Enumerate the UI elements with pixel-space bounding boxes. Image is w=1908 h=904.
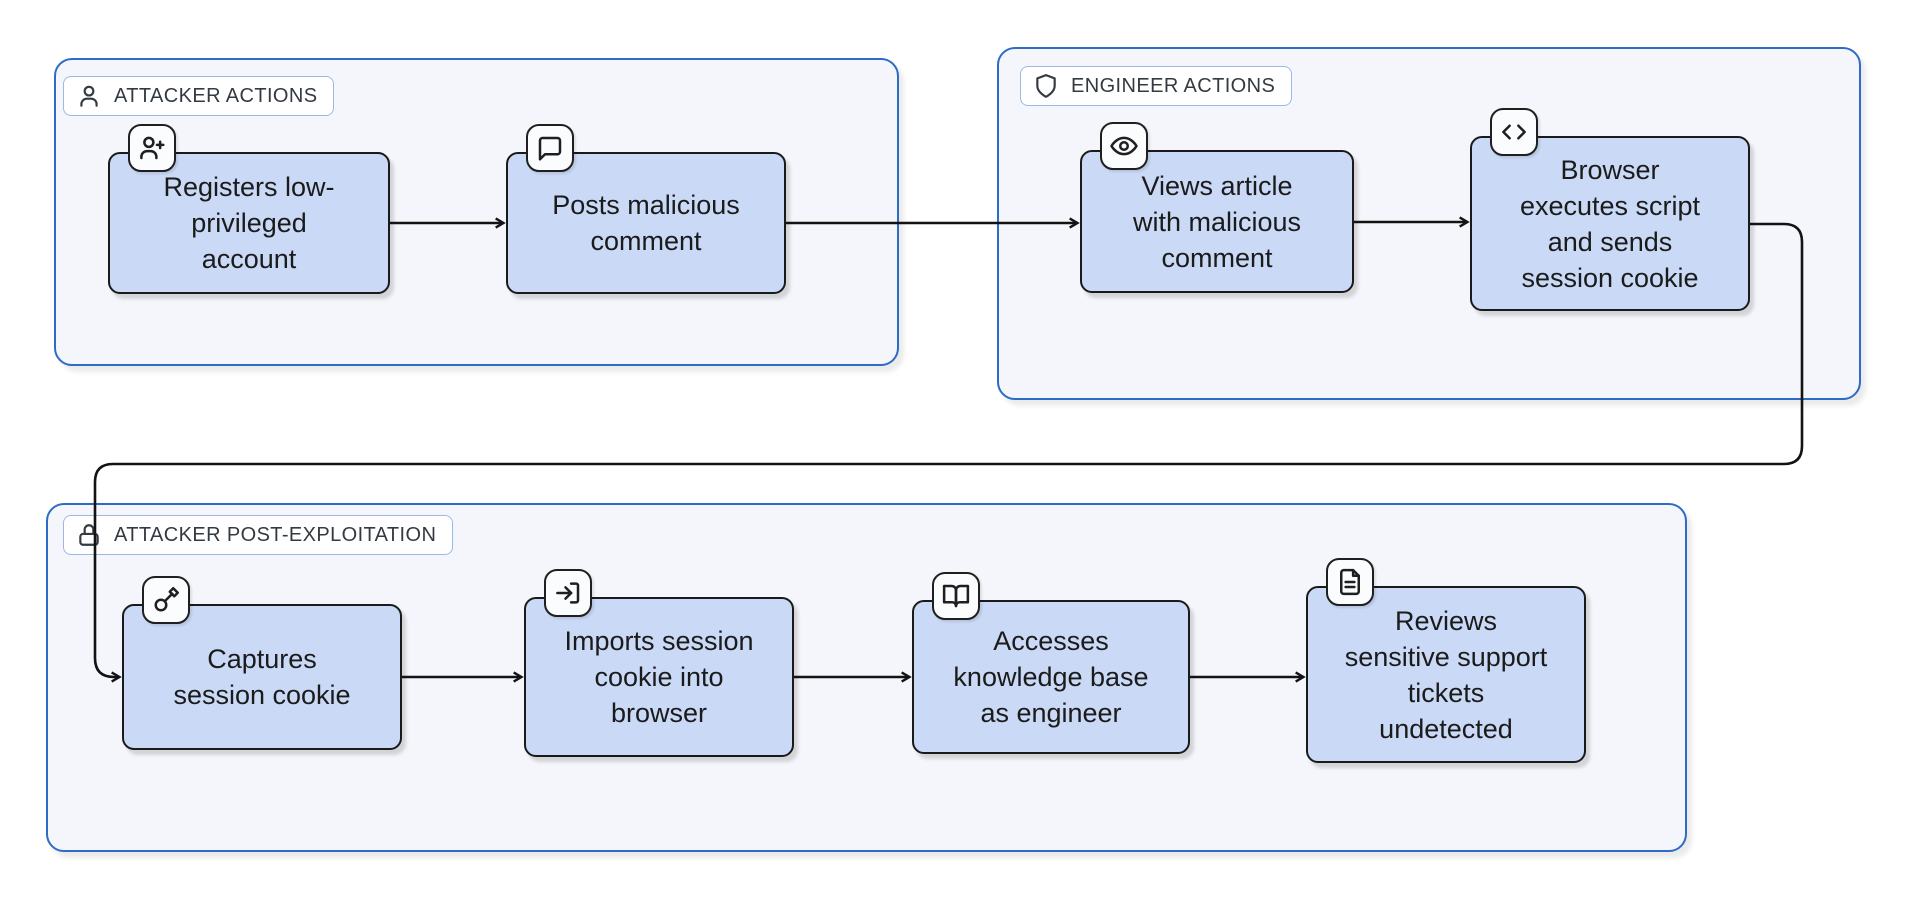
node-imports-cookie: Imports session cookie into browser: [524, 597, 794, 757]
node-icon-badge: [142, 576, 190, 624]
node-label: Posts malicious comment: [552, 190, 740, 256]
node-icon-badge: [1326, 558, 1374, 606]
node-label: Registers low- privileged account: [163, 172, 335, 274]
node-views-article: Views article with malicious comment: [1080, 150, 1354, 293]
user-plus-icon: [140, 136, 165, 160]
shield-icon: [1036, 74, 1056, 98]
node-label: Captures session cookie: [173, 644, 351, 710]
book-open-icon: [942, 584, 970, 608]
group-label-text: ATTACKER ACTIONS: [114, 84, 318, 107]
node-icon-badge: [544, 569, 592, 617]
node-browser-executes: Browser executes script and sends sessio…: [1470, 136, 1750, 311]
node-label: Accesses knowledge base as engineer: [953, 626, 1149, 728]
node-icon-badge: [1100, 122, 1148, 170]
eye-icon: [1110, 136, 1138, 156]
group-label-attacker-post-exploitation: ATTACKER POST-EXPLOITATION: [63, 515, 454, 555]
node-label: Browser executes script and sends sessio…: [1519, 154, 1701, 293]
node-posts-comment: Posts malicious comment: [506, 152, 786, 294]
node-icon-badge: [128, 124, 176, 172]
user-icon: [80, 85, 98, 107]
node-captures-cookie: Captures session cookie: [122, 604, 402, 750]
node-icon-badge: [526, 124, 574, 172]
group-label-engineer-actions: ENGINEER ACTIONS: [1020, 66, 1293, 106]
code-icon: [1502, 124, 1526, 140]
file-text-icon: [1340, 568, 1360, 596]
group-label-text: ENGINEER ACTIONS: [1071, 74, 1276, 97]
node-label: Reviews sensitive support tickets undete…: [1344, 605, 1548, 744]
node-icon-badge: [1490, 108, 1538, 156]
node-label: Imports session cookie into browser: [564, 626, 754, 728]
node-reviews-tickets: Reviews sensitive support tickets undete…: [1306, 586, 1586, 763]
login-icon: [556, 582, 580, 604]
group-label-attacker-actions: ATTACKER ACTIONS: [63, 76, 335, 116]
node-label: Views article with malicious comment: [1132, 170, 1302, 273]
lock-icon: [79, 524, 99, 546]
node-accesses-kb: Accesses knowledge base as engineer: [912, 600, 1190, 754]
group-label-text: ATTACKER POST-EXPLOITATION: [114, 523, 437, 546]
key-icon: [154, 587, 179, 612]
node-registers-account: Registers low- privileged account: [108, 152, 390, 294]
comment-icon: [538, 136, 562, 161]
node-icon-badge: [932, 572, 980, 620]
